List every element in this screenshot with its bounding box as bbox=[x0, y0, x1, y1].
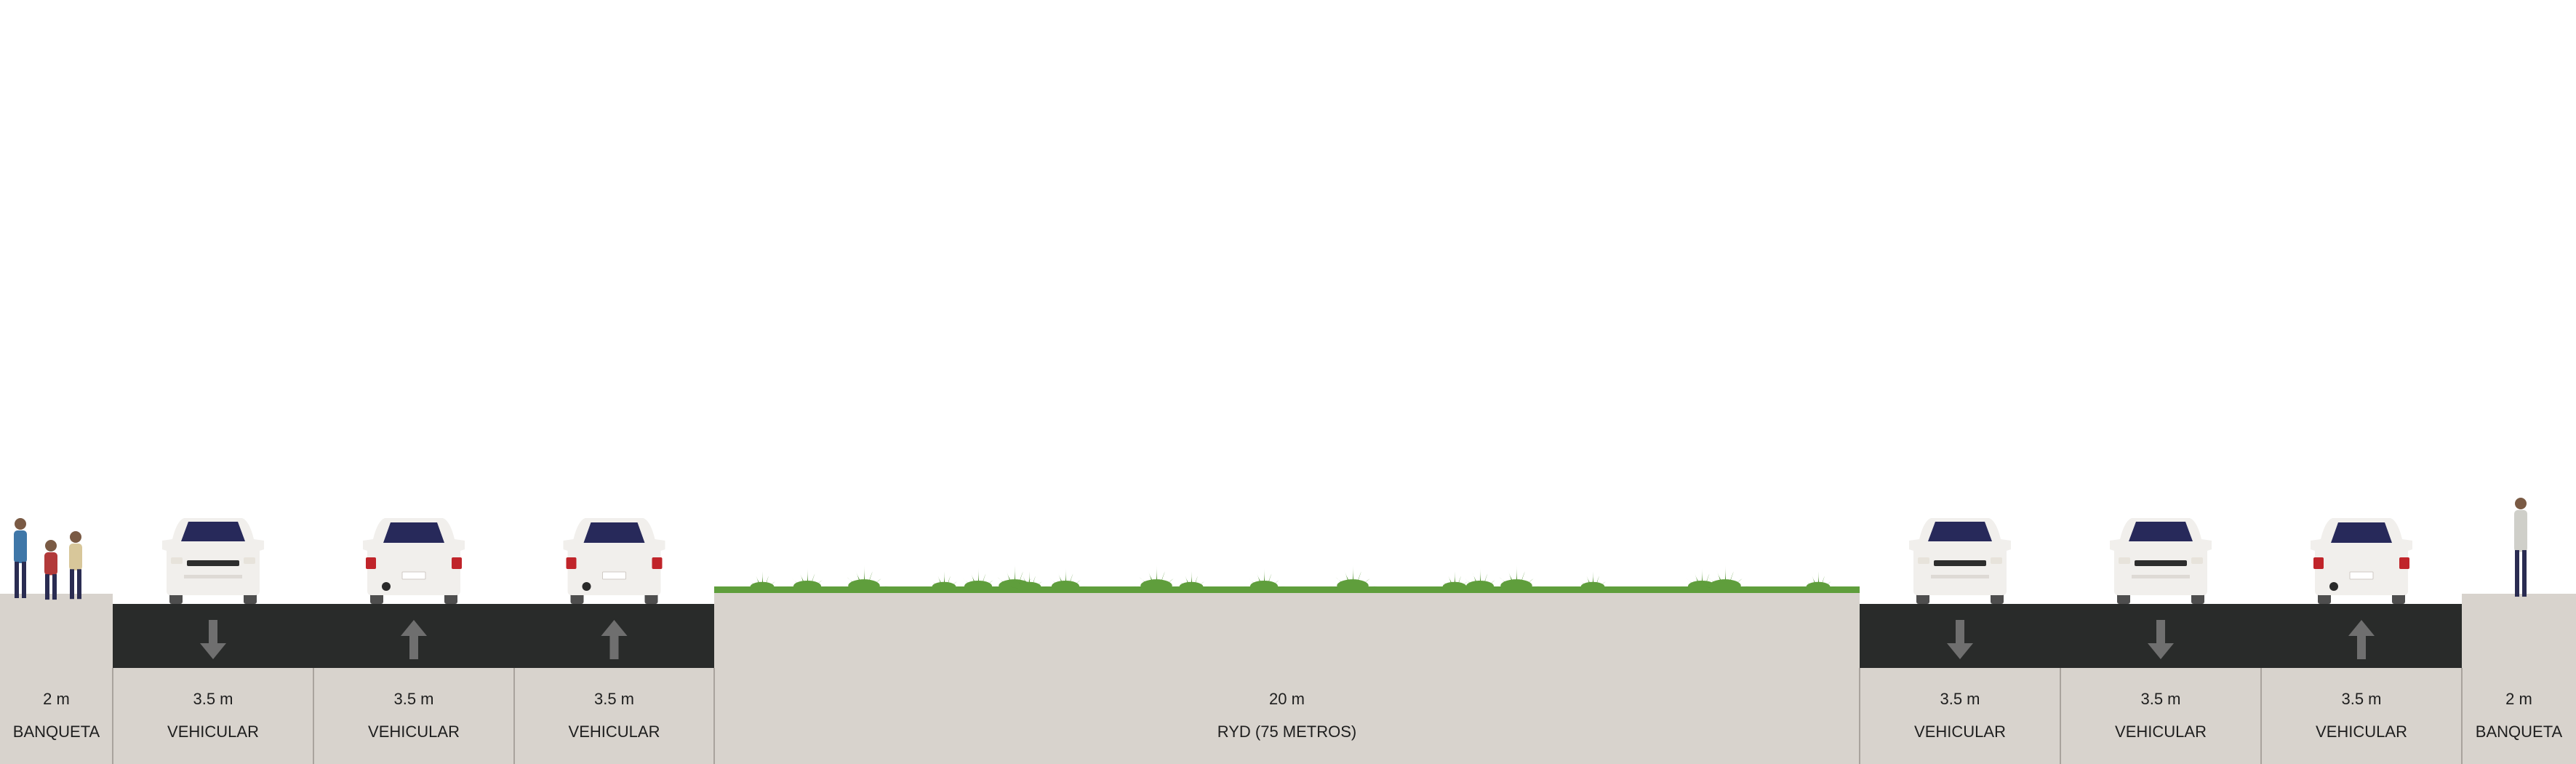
shrub-icon bbox=[1458, 568, 1502, 592]
segment-type-label: RYD (75 METROS) bbox=[1217, 723, 1357, 741]
segment-width-label: 3.5 m bbox=[2341, 690, 2382, 708]
segment-divider bbox=[313, 668, 314, 764]
segment-width-label: 3.5 m bbox=[593, 690, 635, 708]
segment-width-label: 2 m bbox=[2505, 690, 2532, 708]
segment-width-label: 3.5 m bbox=[393, 690, 434, 708]
segment-divider bbox=[713, 668, 715, 764]
segment-type-label: VEHICULAR bbox=[2115, 723, 2207, 741]
shrub-icon bbox=[956, 568, 1000, 592]
arrow-down-icon bbox=[1947, 620, 1973, 659]
grass-strip bbox=[714, 586, 1860, 593]
shrub-icon bbox=[1574, 571, 1612, 592]
pedestrian-group-icon bbox=[69, 531, 82, 600]
segment-width-label: 3.5 m bbox=[1940, 690, 1980, 708]
sidewalk-surface bbox=[0, 594, 113, 668]
segment-width-label: 3.5 m bbox=[193, 690, 233, 708]
segment-type-label: VEHICULAR bbox=[2316, 723, 2407, 741]
segment-width-label: 20 m bbox=[1269, 690, 1305, 708]
segment-divider bbox=[2060, 668, 2061, 764]
arrow-up-icon bbox=[2348, 620, 2375, 659]
segment-type-label: VEHICULAR bbox=[568, 723, 660, 741]
shrub-icon bbox=[1242, 568, 1286, 592]
car-front-icon bbox=[2110, 518, 2212, 604]
shrub-icon bbox=[1799, 571, 1837, 592]
arrow-down-icon bbox=[200, 620, 226, 659]
segment-divider bbox=[1859, 668, 1860, 764]
pedestrian-group-icon bbox=[14, 518, 27, 598]
car-rear-icon bbox=[2311, 518, 2412, 604]
shrub-icon bbox=[1680, 568, 1724, 592]
car-front-icon bbox=[1909, 518, 2011, 604]
segment-width-label: 3.5 m bbox=[2140, 690, 2181, 708]
sidewalk-surface bbox=[2462, 594, 2576, 668]
shrub-icon bbox=[743, 571, 781, 592]
segment-type-label: VEHICULAR bbox=[368, 723, 460, 741]
shrub-icon bbox=[1172, 571, 1210, 592]
arrow-up-icon bbox=[401, 620, 427, 659]
arrow-down-icon bbox=[2148, 620, 2174, 659]
shrub-icon bbox=[839, 565, 889, 592]
segment-type-label: BANQUETA bbox=[2475, 723, 2563, 741]
shrub-icon bbox=[1436, 571, 1473, 592]
car-rear-icon bbox=[363, 518, 465, 604]
segment-divider bbox=[513, 668, 515, 764]
segment-type-label: BANQUETA bbox=[12, 723, 100, 741]
ground-base bbox=[0, 668, 2576, 764]
pedestrian-group-icon bbox=[44, 540, 57, 600]
shrub-icon bbox=[1132, 565, 1181, 592]
segment-type-label: VEHICULAR bbox=[167, 723, 259, 741]
arrow-up-icon bbox=[601, 620, 628, 659]
segment-divider bbox=[112, 668, 113, 764]
car-front-icon bbox=[162, 518, 264, 604]
shrub-icon bbox=[785, 568, 829, 592]
pedestrian-icon bbox=[2514, 498, 2527, 597]
shrub-icon bbox=[1700, 565, 1750, 592]
shrub-icon bbox=[1492, 565, 1541, 592]
segment-divider bbox=[2260, 668, 2262, 764]
car-rear-icon bbox=[563, 518, 665, 604]
segment-type-label: VEHICULAR bbox=[1914, 723, 2006, 741]
segment-width-label: 2 m bbox=[43, 690, 70, 708]
shrub-icon bbox=[1328, 565, 1377, 592]
median-surface bbox=[714, 592, 1860, 668]
shrub-icon bbox=[1044, 568, 1087, 592]
segment-divider bbox=[2461, 668, 2463, 764]
shrub-icon bbox=[1010, 571, 1048, 592]
shrub-icon bbox=[925, 571, 963, 592]
